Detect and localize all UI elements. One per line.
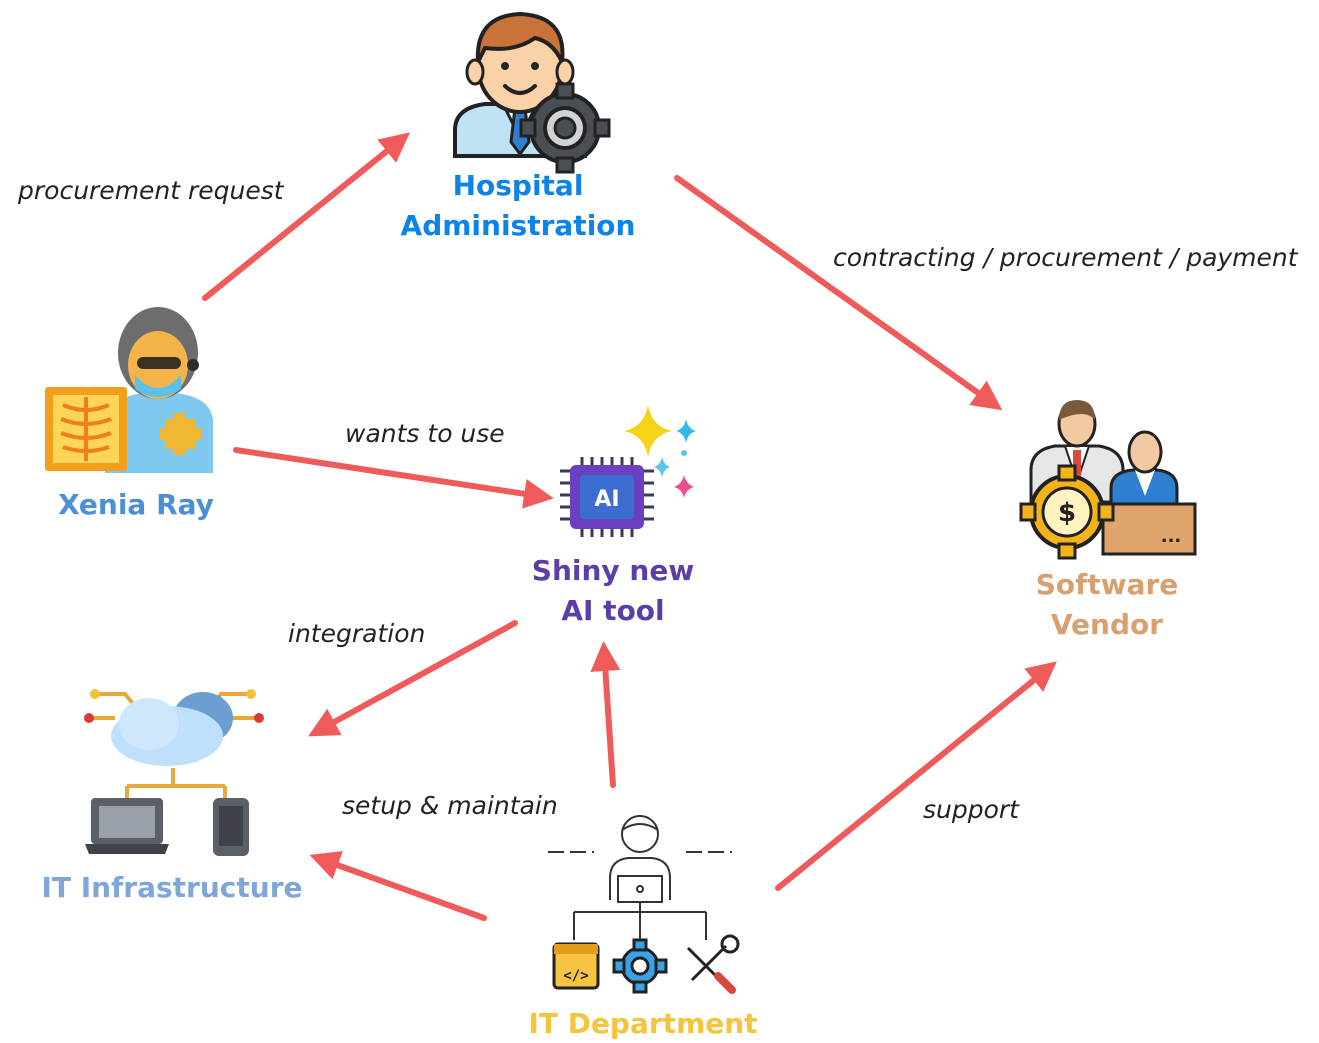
arrow-itdept-to-infra (309, 851, 487, 921)
node-label-line: Xenia Ray (58, 488, 214, 521)
arrow-xenia-to-ai (233, 447, 554, 509)
node-label-ai-tool: Shiny new AI tool (513, 551, 713, 631)
node-label-it-department: IT Department (503, 1004, 783, 1043)
edge-label-support: support (923, 795, 1019, 824)
edge-label-procurement-request: procurement request (18, 176, 284, 205)
node-label-line: Software (1035, 568, 1179, 601)
arrow-ai-to-infra (308, 620, 518, 737)
node-label-line: AI tool (561, 594, 665, 627)
node-label-xenia-ray: Xenia Ray (36, 485, 236, 525)
edge-label-contracting: contracting / procurement / payment (833, 243, 1298, 272)
svg-text:AI: AI (594, 487, 619, 512)
node-label-line: Administration (400, 209, 636, 242)
ai-chip-sparkle-icon: AI (560, 405, 696, 537)
svg-text:...: ... (1161, 526, 1182, 547)
node-label-line: Vendor (1050, 608, 1164, 641)
node-label-line: IT Infrastructure (41, 871, 303, 904)
node-label-it-infrastructure: IT Infrastructure (22, 868, 322, 908)
node-label-line: IT Department (528, 1007, 758, 1040)
business-dollar-gear-icon: ... $ (1019, 400, 1197, 560)
node-label-line: Hospital (452, 169, 584, 202)
edge-label-integration: integration (288, 619, 426, 648)
edge-label-wants-to-use: wants to use (345, 419, 505, 448)
cloud-network-devices-icon (84, 689, 264, 856)
node-label-line: Shiny new (531, 554, 695, 587)
radiologist-xray-icon (45, 307, 213, 473)
arrow-xenia-to-admin (202, 132, 411, 301)
administrator-gear-icon (453, 11, 611, 174)
edge-label-setup-maintain: setup & maintain (342, 791, 558, 820)
arrow-itdept-to-vendor (775, 661, 1057, 891)
arrow-admin-to-vendor (674, 175, 1003, 411)
node-label-hospital-administration: Hospital Administration (388, 166, 648, 246)
svg-text:$: $ (1058, 498, 1076, 528)
it-technician-tools-icon: </> (548, 815, 740, 994)
svg-text:</>: </> (563, 968, 588, 984)
arrow-itdept-to-ai (590, 641, 621, 788)
node-label-software-vendor: Software Vendor (1007, 565, 1207, 645)
